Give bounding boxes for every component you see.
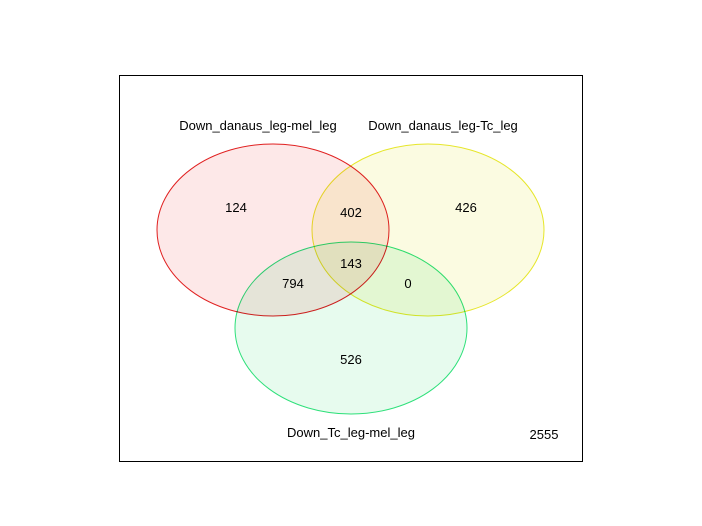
region-c-only-count: 526 <box>340 352 362 367</box>
region-abc-count: 143 <box>340 256 362 271</box>
region-a-only-count: 124 <box>225 200 247 215</box>
total-count: 2555 <box>530 427 559 442</box>
region-b-only-count: 426 <box>455 200 477 215</box>
set-c-label: Down_Tc_leg-mel_leg <box>287 425 415 440</box>
region-ac-count: 794 <box>282 276 304 291</box>
set-c-circle <box>234 241 468 415</box>
set-a-label: Down_danaus_leg-mel_leg <box>179 118 337 133</box>
set-b-label: Down_danaus_leg-Tc_leg <box>368 118 518 133</box>
region-bc-count: 0 <box>404 276 411 291</box>
region-ab-count: 402 <box>340 205 362 220</box>
